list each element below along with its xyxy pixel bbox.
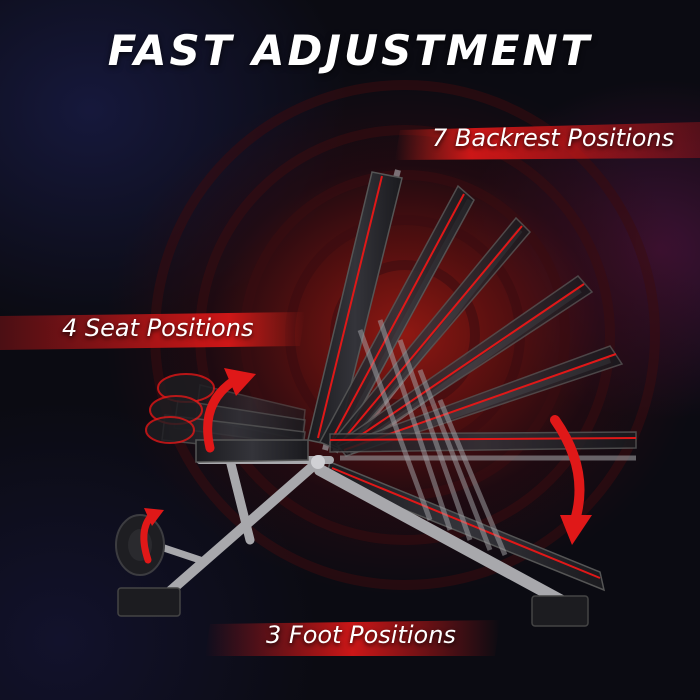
page-title: FAST ADJUSTMENT xyxy=(107,26,593,75)
seat-positions-label: 4 Seat Positions xyxy=(62,314,254,342)
backrest-support-struts xyxy=(357,319,508,556)
seat-label-streak xyxy=(0,312,305,350)
pivot-joint xyxy=(311,455,325,469)
backrest-position-6 xyxy=(329,431,637,461)
seat-position-4 xyxy=(195,439,309,463)
foot-label-streak xyxy=(205,620,500,656)
backrest-label-streak xyxy=(395,122,700,160)
foot-positions-label: 3 Foot Positions xyxy=(266,621,456,649)
curved-arrow-up-icon xyxy=(203,368,256,453)
backrest-positions-label: 7 Backrest Positions xyxy=(432,124,675,152)
leg-roller xyxy=(115,514,165,576)
backrest-position-1 xyxy=(307,169,403,451)
front-foot-stand xyxy=(117,587,181,617)
rear-foot-stand xyxy=(531,595,589,627)
rotate-arrow-icon xyxy=(140,508,164,564)
backrest-position-3 xyxy=(328,216,532,454)
curved-arrow-down-icon xyxy=(550,415,592,545)
